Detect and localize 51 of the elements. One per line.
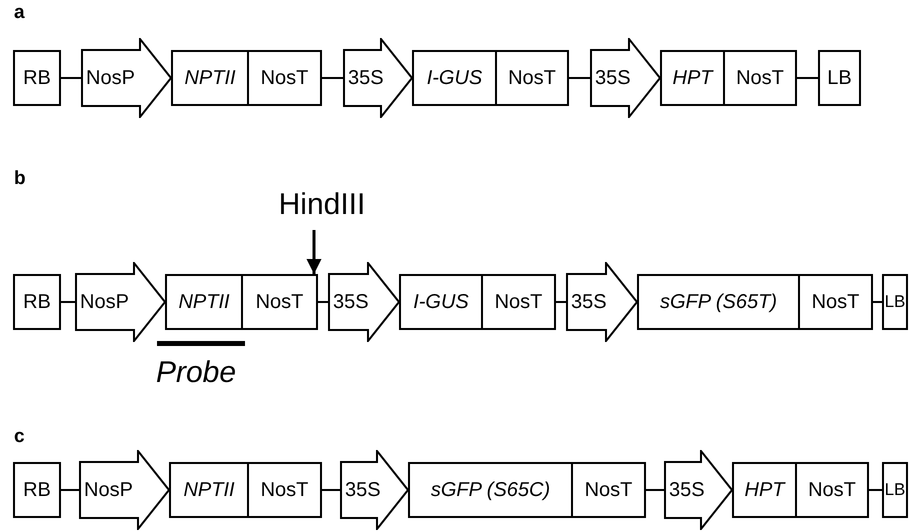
element-box: NosT xyxy=(481,274,556,330)
promoter-block: 35S xyxy=(590,38,661,118)
gene-box: NPTII xyxy=(171,50,249,106)
connector-line xyxy=(61,489,79,491)
panel-letter: a xyxy=(14,2,25,24)
promoter-block: 35S xyxy=(566,262,638,342)
promoter-block: NosP xyxy=(79,450,170,530)
gene-box: sGFP (S65T) xyxy=(637,274,800,330)
restriction-site-label: HindIII xyxy=(262,186,382,224)
element-box: LB xyxy=(882,274,908,330)
element-box: NosT xyxy=(495,50,569,106)
promoter-block: 35S xyxy=(328,262,400,342)
element-box: RB xyxy=(13,274,61,330)
connector-line xyxy=(569,77,590,79)
connector-line xyxy=(61,301,75,303)
element-box: RB xyxy=(13,50,61,106)
promoter-block: 35S xyxy=(343,38,413,118)
connector-line xyxy=(873,301,882,303)
gene-box: I-GUS xyxy=(412,50,497,106)
element-box: NosT xyxy=(571,462,646,518)
panel-letter: c xyxy=(14,426,25,448)
promoter-block: NosP xyxy=(75,262,166,342)
element-box: RB xyxy=(13,462,61,518)
gene-box: I-GUS xyxy=(399,274,483,330)
element-box: NosT xyxy=(795,462,869,518)
connector-line xyxy=(556,301,566,303)
connector-line xyxy=(322,77,343,79)
gene-box: HPT xyxy=(660,50,725,106)
connector-line xyxy=(869,489,882,491)
promoter-block: 35S xyxy=(664,450,733,530)
arrow xyxy=(306,230,322,274)
connector-line xyxy=(61,77,81,79)
element-box: NosT xyxy=(247,50,322,106)
connector-line xyxy=(322,489,340,491)
probe-label: Probe xyxy=(156,356,236,390)
gene-box: sGFP (S65C) xyxy=(408,462,573,518)
element-box: NosT xyxy=(798,274,873,330)
connector-line xyxy=(318,301,328,303)
element-box: LB xyxy=(818,50,861,106)
promoter-block: NosP xyxy=(81,38,172,118)
element-box: NosT xyxy=(247,462,322,518)
element-box: NosT xyxy=(241,274,318,330)
gene-box: HPT xyxy=(732,462,797,518)
element-box: NosT xyxy=(723,50,797,106)
promoter-block: 35S xyxy=(340,450,409,530)
panel-letter: b xyxy=(14,168,26,190)
gene-box: NPTII xyxy=(165,274,243,330)
gene-box: NPTII xyxy=(169,462,249,518)
connector-line xyxy=(646,489,664,491)
connector-line xyxy=(797,77,818,79)
element-box: LB xyxy=(882,462,908,518)
